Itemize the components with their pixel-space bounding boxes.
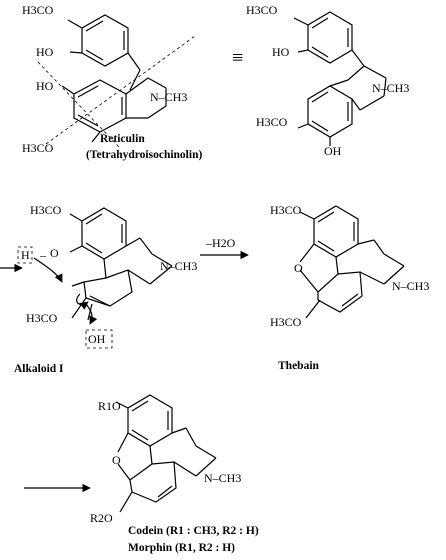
alkaloid-structure: [33, 207, 173, 325]
reticulin-caption-sub: (Tetrahydroisochinolin): [86, 149, 202, 161]
reticulin-right-oh-mid: HO: [272, 45, 290, 59]
alkaloid-och3-bottom: H3CO: [26, 311, 58, 325]
morphin-caption: Morphin (R1, R2 : H): [128, 542, 235, 554]
alkaloid-caption: Alkaloid I: [14, 363, 64, 375]
equivalence-symbol: ≡: [232, 47, 243, 69]
reticulin-left-structure: [37, 14, 196, 149]
products-nme: N–CH3: [204, 471, 241, 485]
products-o-bridge: O: [112, 453, 121, 467]
thebain-nme: N–CH3: [392, 279, 429, 293]
alkaloid-och3-top: H3CO: [30, 203, 62, 217]
thebain-caption: Thebain: [278, 360, 320, 372]
h-highlight-box: [17, 246, 33, 264]
reticulin-right-nme: N–CH3: [372, 81, 409, 95]
oh-highlight-box: [85, 329, 113, 349]
reticulin-right-oh-bottom: OH: [324, 144, 342, 158]
reticulin-right-och3-bottom: H3CO: [256, 115, 288, 129]
reticulin-left-och3-top: H3CO: [22, 3, 54, 17]
thebain-o-bridge: O: [294, 261, 303, 275]
svg-text:–: –: [39, 248, 47, 262]
alkaloid-nme: N–CH3: [160, 259, 197, 273]
products-r2o: R2O: [90, 511, 113, 525]
alkaloid-oh: OH: [88, 332, 106, 346]
reticulin-left-oh-mid: HO: [36, 45, 54, 59]
products-structure: [115, 394, 217, 513]
reticulin-left-nme: N–CH3: [150, 90, 187, 104]
products-r1o: R1O: [98, 399, 121, 413]
thebain-structure: [299, 205, 405, 319]
reticulin-left-oh-lower: HO: [36, 79, 54, 93]
thebain-och3-bottom: H3CO: [270, 315, 302, 329]
step-reagent: –H2O: [205, 236, 236, 250]
alkaloid-h: H: [21, 248, 30, 262]
codein-caption: Codein (R1 : CH3, R2 : H): [128, 525, 259, 537]
thebain-och3-top: H3CO: [270, 203, 302, 217]
reticulin-left-och3-bottom: H3CO: [22, 141, 54, 155]
reticulin-right-och3-top: H3CO: [246, 3, 278, 17]
reticulin-right-structure: [293, 11, 387, 146]
reticulin-caption: Reticulin: [100, 133, 145, 145]
alkaloid-o: O: [50, 246, 59, 260]
